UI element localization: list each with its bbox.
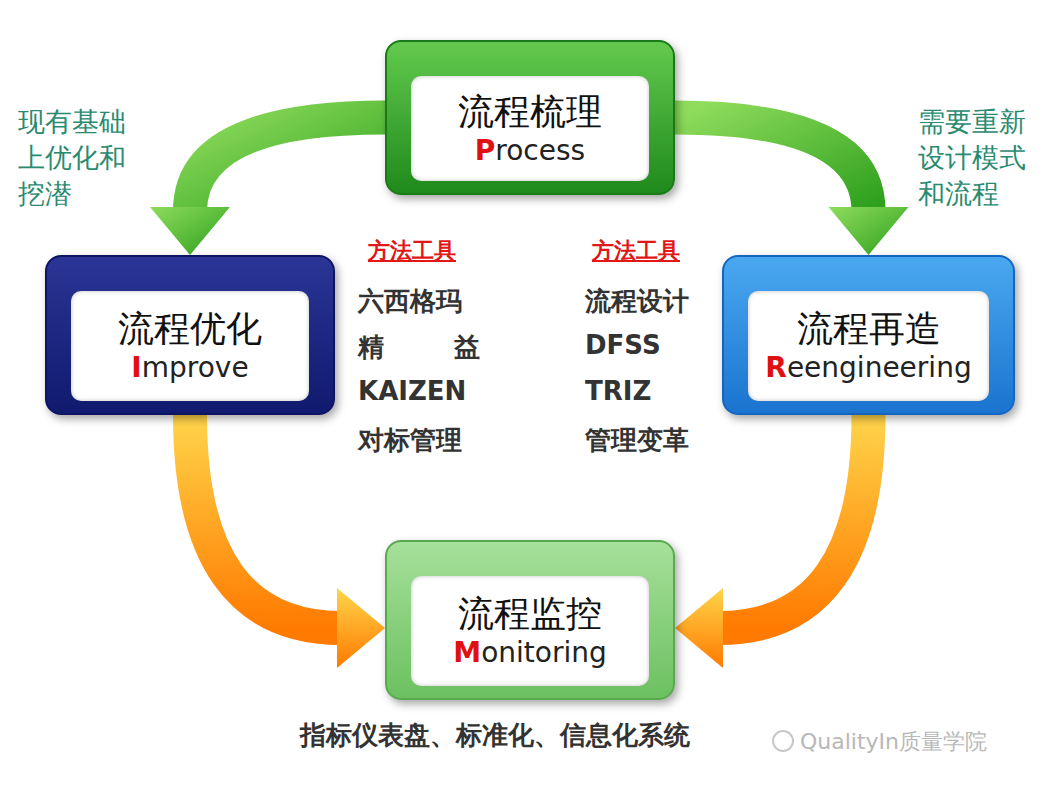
arrow-shaft <box>190 118 385 212</box>
text-label: 流程设计 <box>585 284 689 319</box>
box-title: 流程监控 <box>458 592 602 636</box>
arrow-shaft <box>190 415 341 628</box>
box-title: 流程优化 <box>118 307 262 351</box>
text-label: 指标仪表盘、标准化、信息化系统 <box>300 718 690 753</box>
arrow-head <box>675 588 723 668</box>
section-heading: 方法工具 <box>592 236 680 266</box>
box-title: 流程再造 <box>797 307 941 351</box>
arrow-head <box>337 588 385 668</box>
process-box: 流程再造Reengineering <box>722 255 1015 415</box>
text-label: 管理变革 <box>585 423 689 458</box>
flow-arrow <box>675 415 869 668</box>
arrow-head <box>829 207 909 255</box>
text-label: DFSS <box>585 330 661 360</box>
text-label: 六西格玛 <box>358 284 462 319</box>
box-face: 流程监控Monitoring <box>411 576 649 686</box>
box-subtitle: Reengineering <box>765 351 971 385</box>
arrow-label: 现有基础 上优化和 挖潜 <box>18 104 140 212</box>
arrow-shaft <box>675 118 869 212</box>
process-box: 流程优化Improve <box>45 255 335 415</box>
flow-arrow <box>150 118 385 256</box>
box-subtitle: Monitoring <box>453 636 606 670</box>
box-face: 流程优化Improve <box>71 291 309 401</box>
section-heading: 方法工具 <box>368 236 456 266</box>
watermark: QualityIn质量学院 <box>800 727 987 757</box>
text-label: 精益 <box>358 330 550 365</box>
arrow-head <box>150 207 230 255</box>
box-face: 流程再造Reengineering <box>748 291 989 401</box>
arrow-label: 需要重新 设计模式 和流程 <box>918 104 1040 212</box>
process-box: 流程梳理Process <box>385 40 675 195</box>
box-subtitle: Process <box>475 134 585 168</box>
flow-arrow <box>675 118 909 256</box>
flow-arrow <box>190 415 385 668</box>
process-box: 流程监控Monitoring <box>385 540 675 700</box>
text-label: KAIZEN <box>358 376 466 406</box>
text-label: TRIZ <box>585 376 651 406</box>
box-title: 流程梳理 <box>458 90 602 134</box>
box-subtitle: Improve <box>131 351 248 385</box>
box-face: 流程梳理Process <box>411 76 649 181</box>
text-label: 对标管理 <box>358 423 462 458</box>
arrow-shaft <box>719 415 869 628</box>
watermark-icon <box>773 731 793 751</box>
